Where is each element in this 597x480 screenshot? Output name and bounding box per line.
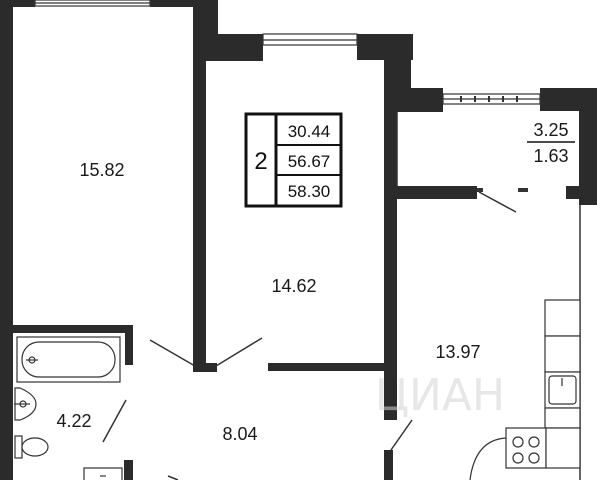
wall-bath-top: [13, 325, 133, 333]
wall-living-right: [384, 60, 397, 380]
wall-right-exterior: [579, 100, 597, 205]
wall-balcony-left: [397, 88, 443, 112]
watermark-logo: ЦИАН: [375, 370, 505, 421]
doors: [102, 191, 517, 480]
room-label-balcony-bottom: 1.63: [533, 146, 568, 166]
dining-table-icon: [469, 437, 507, 480]
stove-icon: [505, 427, 547, 469]
wall-top-left: [0, 0, 35, 7]
kitchen-fixtures: [469, 299, 581, 480]
wall-bath-lower: [124, 460, 133, 480]
door-living: [215, 337, 263, 367]
room-label-living: 14.62: [271, 276, 316, 296]
door-kitchen: [390, 419, 413, 451]
summary-room-count: 2: [254, 148, 267, 175]
toilet-tank-icon: [14, 435, 23, 459]
wall-left-exterior: [0, 0, 13, 480]
wall-kitchen-lower: [384, 450, 393, 480]
room-labels: 15.82 14.62 13.97 3.25 1.63 4.22 8.04: [56, 120, 575, 444]
door-bedroom: [149, 339, 196, 367]
room-label-bathroom: 4.22: [56, 411, 91, 431]
room-label-balcony-top: 3.25: [533, 120, 568, 140]
counter-middle: [544, 335, 581, 373]
door-bathroom: [102, 399, 127, 443]
wall-living-right-lower: [384, 370, 397, 420]
wall-balcony-bottom: [397, 186, 477, 199]
area-summary: 2 30.44 56.67 58.30: [244, 112, 343, 208]
door-posts: [477, 188, 528, 192]
room-label-bedroom: 15.82: [79, 160, 124, 180]
wall-bath-right: [125, 325, 133, 365]
summary-total-area: 58.30: [288, 182, 331, 201]
summary-box: [244, 112, 343, 208]
washer-icon: [83, 467, 123, 480]
room-label-hallway: 8.04: [222, 424, 257, 444]
door-balcony: [478, 191, 517, 213]
windows: [34, 0, 541, 105]
toilet-bowl-icon: [21, 437, 49, 457]
room-label-kitchen: 13.97: [435, 342, 480, 362]
bathroom-fixtures: [14, 336, 123, 480]
door-hall-bottom: [167, 475, 179, 480]
counter-bottom: [545, 427, 581, 469]
summary-kitchen-area: 56.67: [288, 152, 331, 171]
summary-living-area: 30.44: [288, 122, 331, 141]
wall-balcony-stub: [566, 186, 597, 199]
balcony-glazing-ticks: [460, 96, 518, 102]
wall-door-post: [193, 363, 217, 372]
wall-column-a: [198, 0, 218, 34]
wall-top-middle: [150, 0, 212, 7]
counter-top: [544, 299, 581, 337]
bathtub-inner: [21, 341, 116, 378]
counter-lower: [544, 407, 581, 429]
wall-hall-living: [268, 363, 388, 371]
wall-bedroom-living-lower: [193, 182, 206, 370]
wall-living-top-left: [198, 34, 263, 61]
